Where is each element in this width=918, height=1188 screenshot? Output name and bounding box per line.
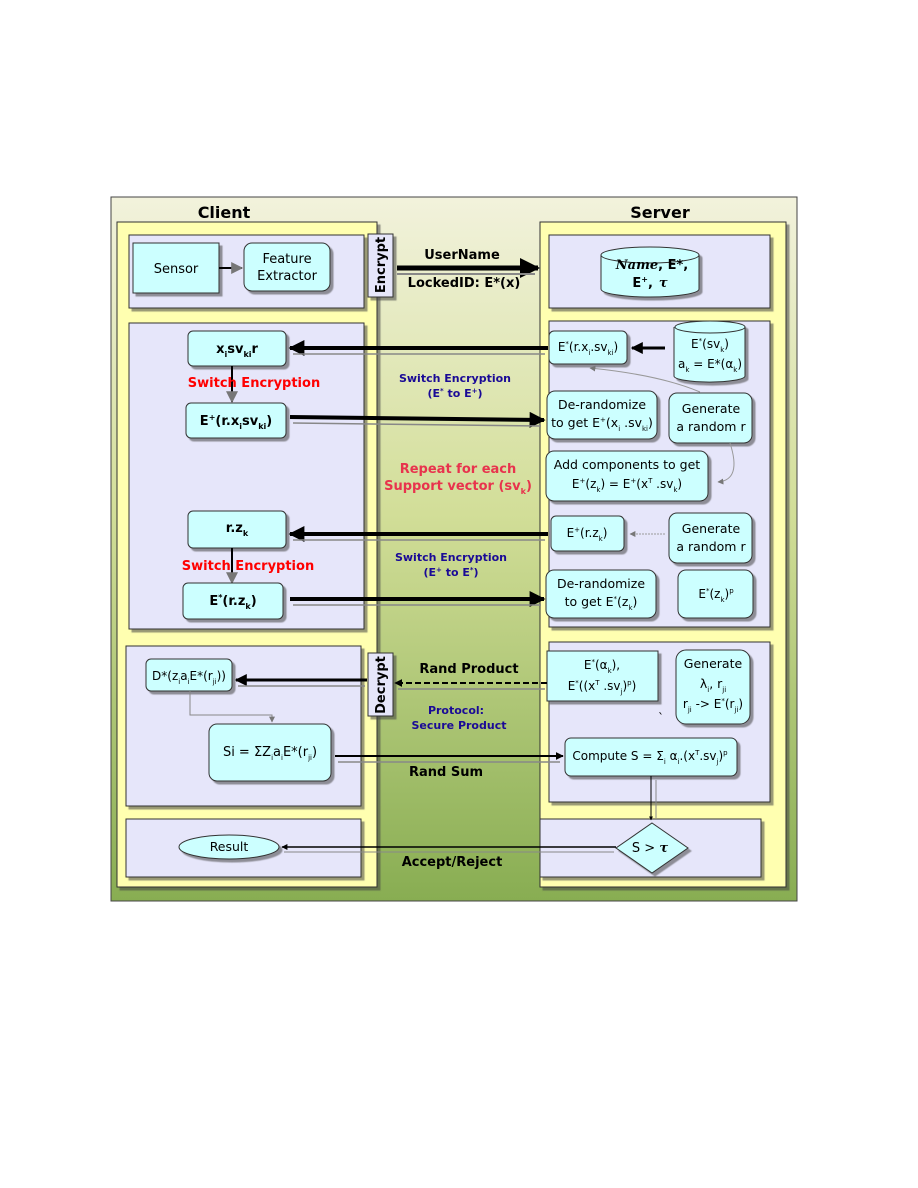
decrypt-tab [367,652,394,717]
esv-line1: E*(svk) [691,337,729,354]
exsv-to-server-arrow [289,411,546,428]
lockedid-label: LockedID: E*(x) [408,276,521,291]
username-label: UserName [424,248,500,263]
d-to-si-link [189,691,275,723]
rand-product-label: Rand Product [419,662,518,677]
client-title: Client [198,203,251,222]
switch-encryption-client-2: Switch Encryption [182,559,314,574]
add-components-node [545,450,709,502]
stray-backtick: ` [658,711,664,725]
esv-cylinder [673,320,746,383]
rz-label: r.zk [226,521,249,538]
generate-lambda-line2: λi, rji [700,676,726,694]
result-label: Result [210,839,249,854]
derandomize2-line2: to get E*(zk) [565,594,638,612]
ezp-label: E*(zk)p [698,587,734,604]
encrypt-label: Encrypt [374,237,389,293]
derandomize2-line1: De-randomize [557,576,645,591]
decision-label: S > τ [632,841,668,856]
ea-line1: E*(αk), [584,658,620,675]
exsv-label: E+(r.xisvki) [200,413,272,431]
d-node [145,658,233,692]
repeat-line2: Support vector (svk) [384,479,532,496]
xsv-node [187,330,287,367]
xsv-label: xisvkir [216,342,258,359]
add-components-line1: Add components to get [554,457,701,472]
ezp-node [677,569,754,619]
erx-node [548,330,628,365]
derandomize1-node [546,390,658,440]
rz-node [187,510,287,549]
derandomize1-line2: to get E+(xi .svki) [551,415,653,433]
ea-node [546,650,659,702]
database-cylinder [600,246,700,298]
repeat-line1: Repeat for each [400,462,517,477]
accept-reject-label: Accept/Reject [402,855,503,870]
generate-r1-to-erx-link [589,365,701,393]
protocol-line1: Protocol: [428,704,484,717]
generate-r2-node [668,512,753,564]
middle-switch1-line2: (E* to E+) [427,387,482,400]
switch-encryption-client-1: Switch Encryption [188,376,320,391]
esv-line2: ak = E*(αk) [678,357,742,374]
erz-server-label: E+(r.zk) [567,526,608,543]
compute-s-label: Compute S = Σi αi.(xT.svj)p [572,749,728,766]
middle-switch2-line1: Switch Encryption [395,551,507,564]
decision-diamond [615,822,689,874]
generate-lambda-line3: rji -> E*(rji) [683,697,743,714]
sensor-label: Sensor [154,262,199,277]
result-node [178,834,280,860]
erx-label: E*(r.xi.svki) [558,340,618,357]
exsv-to-server-arrow-shadow [292,422,542,427]
server-title: Server [630,203,690,222]
generate-lambda-line1: Generate [684,656,743,671]
generate-r1-node [668,392,753,444]
protocol-line2: Secure Product [412,719,507,732]
middle-switch2-line2: (E+ to E*) [423,566,478,579]
database-line2: E+,τ [632,275,668,291]
erz-server-node [550,515,625,552]
generate-r1-to-add-link [717,442,735,485]
middle-switch1-line1: Switch Encryption [399,372,511,385]
encrypt-tab [367,233,394,298]
derandomize1-line1: De-randomize [558,397,646,412]
exsv-node [185,402,287,439]
erz-node [182,582,284,620]
sensor-box [132,242,220,294]
d-label: D*(ziaiE*(rji)) [152,669,226,686]
database-line1: Name, E*, [615,258,688,273]
si-label: Si = ΣZiaiE*(rji) [223,745,317,762]
generate-lambda-node [675,649,751,725]
add-components-line2: E+(zk) = E+(xT .svk) [572,477,682,494]
derandomize2-node [545,569,657,619]
si-node [208,723,332,782]
client-panel-loop [128,322,365,630]
erz-label: E*(r.zk) [209,593,256,611]
feature-extractor-box [243,242,331,292]
rand-sum-label: Rand Sum [409,765,483,780]
ea-line2: E*((xT .svj)p) [568,679,637,696]
decrypt-label: Decrypt [374,656,389,714]
